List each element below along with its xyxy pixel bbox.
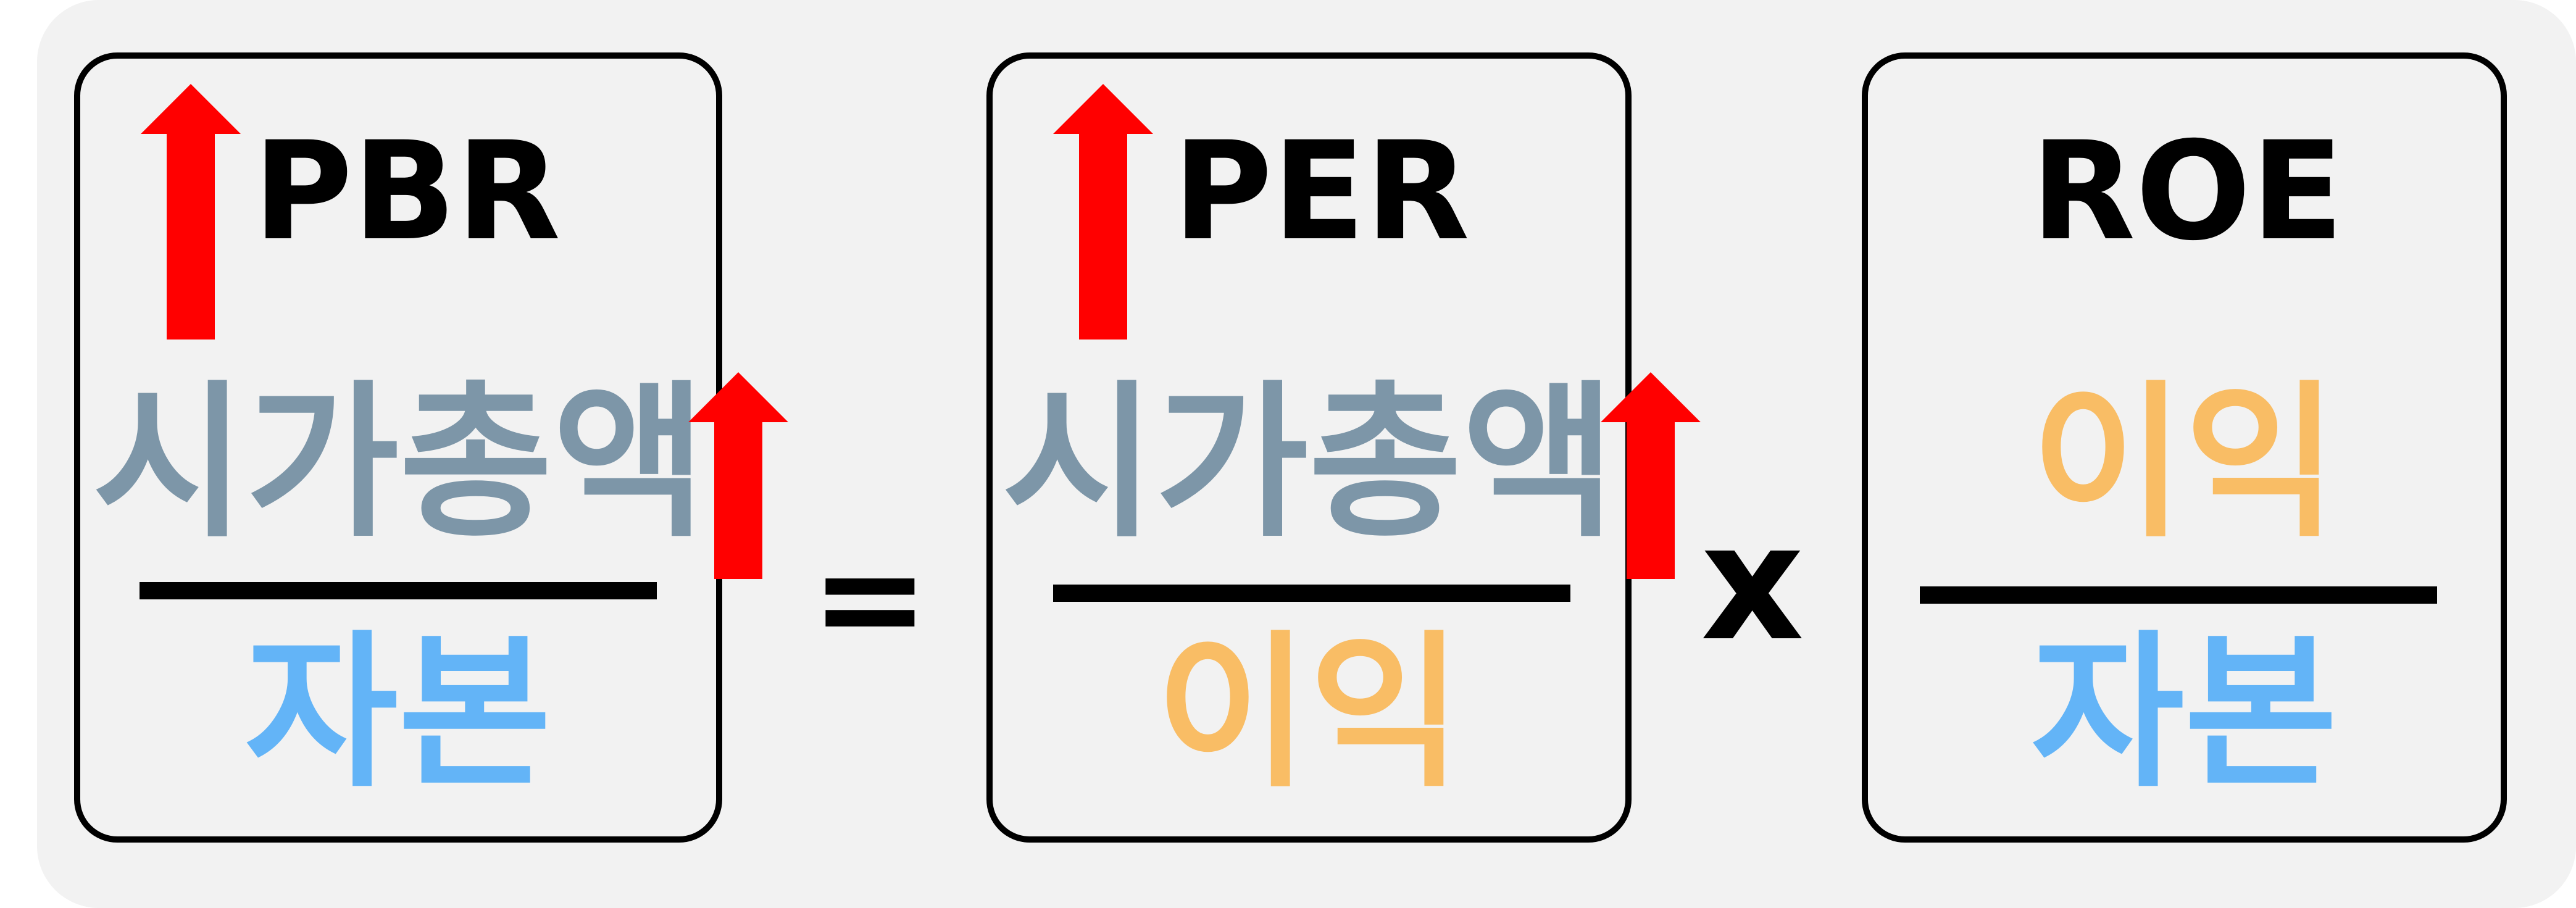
background-panel — [37, 0, 2576, 908]
market-cap-arrow-up-icon — [688, 372, 788, 579]
pbr-denominator-equity: 자본 — [244, 615, 552, 810]
pbr-numerator-market-cap: 시가총액 — [93, 365, 706, 560]
roe-title: ROE — [2031, 112, 2344, 270]
pbr-title: PBR — [253, 112, 561, 270]
pbr-arrow-up-icon — [141, 84, 241, 339]
per-market-cap-arrow-up-icon — [1601, 372, 1701, 579]
roe-fraction-line — [1920, 586, 2437, 604]
roe-numerator-profit: 이익 — [2031, 365, 2338, 560]
per-fraction-line — [1053, 585, 1570, 602]
per-denominator-profit: 이익 — [1156, 615, 1462, 810]
pbr-fraction-line — [140, 582, 657, 599]
roe-card — [1862, 52, 2507, 843]
roe-denominator-equity: 자본 — [2031, 615, 2338, 810]
per-arrow-up-icon — [1053, 84, 1153, 339]
per-title: PER — [1173, 112, 1470, 270]
equals-operator: = — [811, 516, 930, 681]
per-numerator-market-cap: 시가총액 — [1002, 365, 1615, 560]
multiply-operator: x — [1701, 490, 1804, 677]
